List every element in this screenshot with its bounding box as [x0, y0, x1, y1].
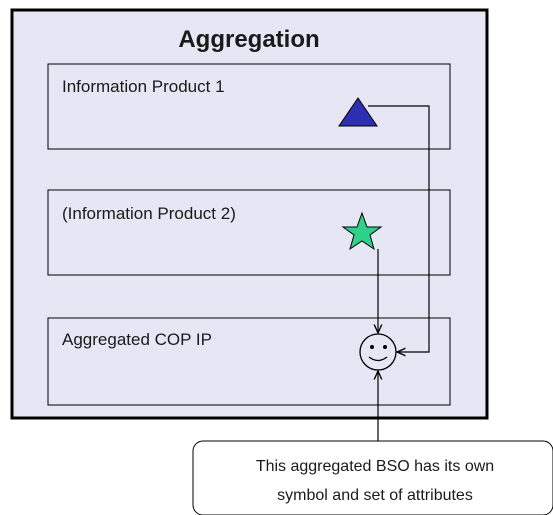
- information-product-2-label: (Information Product 2): [62, 204, 236, 223]
- callout-box: [192, 440, 553, 515]
- information-product-2-box: [47, 189, 451, 276]
- triangle-icon: [338, 97, 378, 127]
- callout-text-line-2: symbol and set of attributes: [277, 487, 473, 504]
- smiley-face-icon: [359, 333, 397, 371]
- information-product-1-label: Information Product 1: [62, 77, 225, 96]
- star-icon: [341, 211, 383, 251]
- aggregated-cop-ip-label: Aggregated COP IP: [62, 330, 212, 349]
- aggregation-title: Aggregation: [178, 26, 319, 53]
- callout-text-line-1: This aggregated BSO has its own: [256, 458, 494, 475]
- triangle-to-smiley-connector: [368, 105, 430, 352]
